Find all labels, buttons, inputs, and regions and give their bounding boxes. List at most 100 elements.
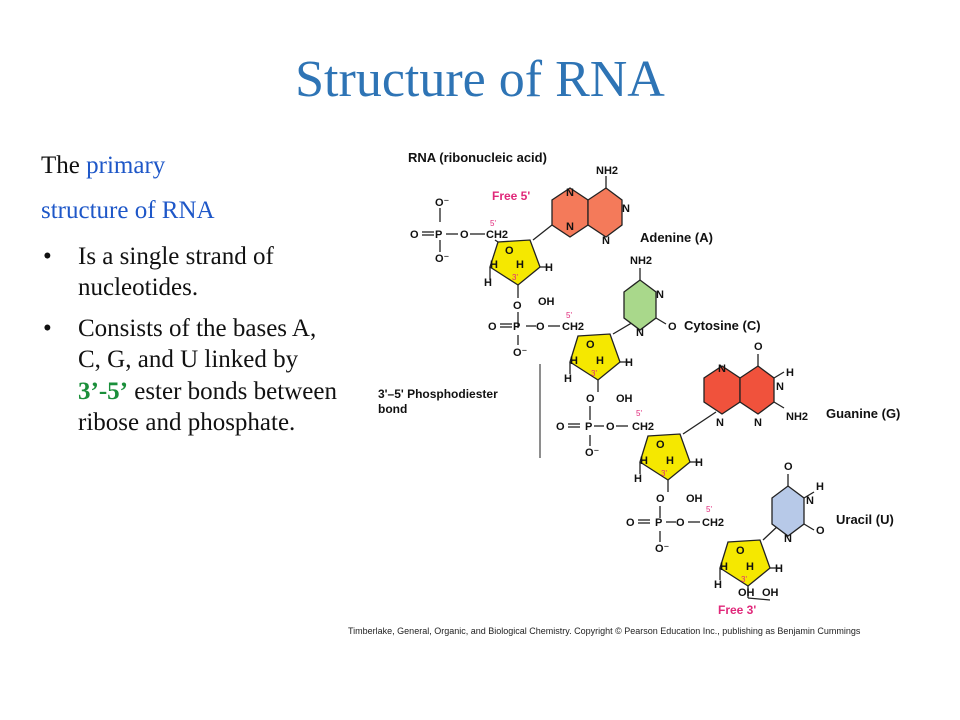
atom-oh: OH (738, 587, 755, 599)
atom-n: N (622, 203, 630, 215)
carbon-3-label: 3' (741, 575, 747, 584)
atom-nh2: NH2 (630, 255, 652, 267)
atom-h: H (490, 259, 498, 271)
atom-ch2: CH2 (562, 321, 584, 333)
atom-h: H (516, 259, 524, 271)
atom-o: O (606, 421, 615, 433)
atom-h: H (596, 355, 604, 367)
atom-h: H (816, 481, 824, 493)
atom-o: O (656, 493, 665, 505)
base-label-cytosine: Cytosine (C) (684, 318, 761, 333)
carbon-5-label: 5' (490, 219, 496, 228)
base-label-adenine: Adenine (A) (640, 230, 713, 245)
rna-structure-figure: RNA (ribonucleic acid) Free 5' O⁻ O P O … (348, 150, 900, 636)
free-5-label: Free 5' (492, 189, 530, 203)
atom-o: O (488, 321, 497, 333)
atom-o: O (536, 321, 545, 333)
atom-ch2: CH2 (486, 229, 508, 241)
carbon-3-label: 3' (661, 469, 667, 478)
atom-n: N (784, 533, 792, 545)
atom-ch2: CH2 (702, 517, 724, 529)
atom-n: N (718, 363, 726, 375)
bullet-text: Consists of the bases A, C, G, and U lin… (78, 315, 317, 374)
bullet-item: • Is a single strand of nucleotides. (41, 241, 341, 304)
atom-h: H (640, 455, 648, 467)
atom-o: O (676, 517, 685, 529)
bullet-text-cont: ester bonds between ribose and phosphate… (78, 377, 337, 436)
atom-n: N (566, 221, 574, 233)
atom-h: H (634, 473, 642, 485)
atom-n: N (602, 235, 610, 247)
atom-oh: OH (616, 393, 633, 405)
intro-structure: structure of RNA (41, 197, 215, 225)
atom-o: O (784, 461, 793, 473)
slide-title: Structure of RNA (295, 51, 665, 108)
atom-oh: OH (762, 587, 779, 599)
carbon-5-label: 5' (636, 409, 642, 418)
bond-label: 3'–5' Phosphodiester (378, 387, 498, 401)
bullet-list: • Is a single strand of nucleotides. • C… (41, 241, 341, 439)
nucleotide-cytosine (500, 268, 667, 420)
atom-o: O (460, 229, 469, 241)
atom-oh: OH (538, 296, 555, 308)
nucleotide-uracil (638, 474, 815, 601)
atom-n: N (656, 289, 664, 301)
ring-o: O (736, 545, 745, 557)
atom-h: H (666, 455, 674, 467)
atom-p: P (655, 517, 662, 529)
atom-p: P (513, 321, 520, 333)
atom-h: H (564, 373, 572, 385)
ring-o: O (656, 439, 665, 451)
atom-p: P (435, 229, 442, 241)
atom-o: O⁻ (585, 447, 600, 459)
atom-h: H (484, 277, 492, 289)
atom-ch2: CH2 (632, 421, 654, 433)
atom-o: O⁻ (435, 197, 450, 209)
bullet-text: Is a single strand of nucleotides. (78, 242, 274, 301)
free-3-label: Free 3' (718, 603, 756, 617)
carbon-3-label: 3' (591, 369, 597, 378)
bond-label-cont: bond (378, 402, 407, 416)
atom-o: O (754, 341, 763, 353)
atom-h: H (786, 367, 794, 379)
base-label-uracil: Uracil (U) (836, 512, 894, 527)
intro-text: The primary structure of RNA (41, 150, 341, 227)
atom-oh: OH (686, 493, 703, 505)
carbon-3-label: 3' (512, 273, 518, 282)
atom-n: N (636, 327, 644, 339)
atom-n: N (776, 381, 784, 393)
intro-primary: primary (86, 152, 166, 179)
intro-the: The (41, 152, 80, 179)
atom-o: O (586, 393, 595, 405)
atom-n: N (566, 187, 574, 199)
carbon-5-label: 5' (566, 311, 572, 320)
atom-o: O (513, 300, 522, 312)
bullet-marker: • (43, 242, 52, 270)
atom-nh2: NH2 (596, 165, 618, 177)
atom-o: O (668, 321, 677, 333)
atom-h: H (625, 357, 633, 369)
bullet-item: • Consists of the bases A, C, G, and U l… (41, 313, 341, 438)
atom-p: P (585, 421, 592, 433)
atom-h: H (746, 561, 754, 573)
figure-credit: Timberlake, General, Organic, and Biolog… (348, 626, 861, 636)
atom-o: O (816, 525, 825, 537)
text-column: The primary structure of RNA • Is a sing… (41, 150, 341, 448)
atom-n: N (806, 495, 814, 507)
atom-h: H (775, 563, 783, 575)
nucleotide-guanine (568, 354, 785, 518)
atom-h: H (545, 262, 553, 274)
atom-o: O⁻ (435, 253, 450, 265)
atom-h: H (570, 355, 578, 367)
ring-o: O (586, 339, 595, 351)
bullet-marker: • (43, 315, 52, 342)
atom-o: O⁻ (513, 347, 528, 359)
atom-o: O⁻ (655, 543, 670, 555)
nucleotide-adenine (422, 176, 623, 326)
atom-h: H (695, 457, 703, 469)
base-label-guanine: Guanine (G) (826, 406, 900, 421)
atom-o: O (556, 421, 565, 433)
figure-heading: RNA (ribonucleic acid) (408, 150, 547, 165)
atom-n: N (754, 417, 762, 429)
ring-o: O (505, 245, 514, 257)
